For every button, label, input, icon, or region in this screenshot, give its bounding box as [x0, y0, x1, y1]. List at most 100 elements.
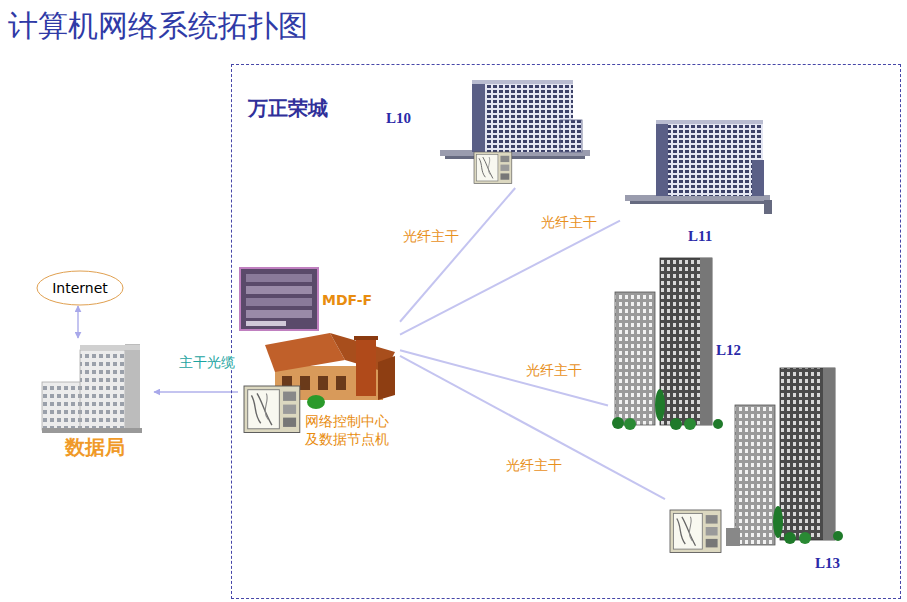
region-label: 万正荣城 [248, 96, 328, 120]
office-building-part [445, 156, 585, 159]
tower-building-part [684, 418, 696, 430]
edge-label-slot: 主干光缆 [178, 352, 236, 372]
building-node: L10 [380, 78, 592, 188]
office-building-part [630, 201, 765, 204]
switch-chassis-part [240, 268, 318, 330]
tower-building-part [735, 405, 775, 545]
tower-building-part [624, 418, 636, 430]
bureau-building-part [80, 345, 140, 350]
tower-building-part [773, 506, 783, 538]
tower-building [726, 368, 843, 546]
wiring-cabinet [670, 510, 721, 553]
bureau-node: 数据局 [38, 338, 154, 466]
switch-chassis [240, 268, 318, 330]
site-region: 万正荣城 MDF-F 网络控制中心 及数据节点机 L10L11L12L13 [232, 65, 900, 598]
office-building [440, 80, 590, 159]
edge-label: 光纤主干 [525, 362, 583, 378]
tower-building-part [670, 418, 682, 430]
office-building [625, 120, 772, 214]
bureau-building-part [125, 344, 140, 430]
tower-building-part [660, 258, 712, 425]
text-slot: L10 [386, 108, 411, 127]
text-slot: L11 [688, 226, 712, 245]
office-building-part [560, 120, 582, 152]
text-slot: Internet [36, 270, 124, 306]
tower-building-part [833, 531, 843, 541]
building-node: L13 [665, 362, 850, 575]
text-slot: MDF-F [322, 290, 372, 309]
center-label: 网络控制中心 及数据节点机 [305, 412, 397, 448]
tower-building-part [780, 368, 835, 540]
tower-building-part [784, 532, 796, 544]
fiber-link [400, 188, 515, 322]
control-house-part [318, 376, 328, 390]
office-building-part [764, 200, 772, 214]
bureau-building [42, 344, 142, 433]
cloud-ellipse: Internet [36, 270, 124, 306]
tower-building-part [823, 368, 835, 540]
diagram-title: 计算机网络系统拓扑图 [8, 6, 308, 47]
uplink-arrow [77, 306, 79, 338]
control-house-part [307, 395, 325, 409]
bldg-label: L11 [688, 228, 712, 244]
switch-chassis-part [246, 321, 286, 326]
building-node: L11 [620, 118, 775, 248]
bldg-label: L13 [815, 555, 840, 571]
mdf-label: MDF-F [322, 292, 372, 308]
office-building-part [656, 124, 668, 196]
bldg-label: L12 [716, 342, 741, 358]
control-house-part [265, 333, 345, 372]
edge-label-slot: 光纤主干 [540, 212, 598, 232]
edge-label-slot: 光纤主干 [505, 455, 563, 475]
control-house-part [356, 338, 376, 396]
fiber-link [400, 350, 608, 405]
tower-building-part [726, 528, 740, 546]
tower-building-part [615, 292, 655, 425]
wiring-cabinet [474, 152, 512, 184]
control-house-part [336, 376, 346, 390]
wiring-cabinet-part [474, 152, 512, 184]
tower-building-part [799, 532, 811, 544]
edge-label-slot: 光纤主干 [402, 226, 460, 246]
wiring-cabinet [244, 386, 300, 433]
tower-building-part [713, 419, 723, 429]
switch-chassis-part [246, 298, 312, 306]
office-building-part [752, 160, 764, 196]
control-house-part [378, 356, 395, 400]
edge-label-slot: 光纤主干 [525, 360, 583, 380]
text-slot: 万正荣城 [248, 95, 328, 122]
control-house-part [300, 376, 310, 390]
bldg-label: L10 [386, 110, 411, 126]
wiring-cabinet-part [670, 510, 721, 553]
ellipse-shape [37, 271, 123, 305]
wiring-cabinet-part [244, 386, 300, 433]
bureau-building-part [42, 382, 82, 430]
control-center-node: MDF-F 网络控制中心 及数据节点机 [238, 266, 400, 456]
fiber-link [400, 221, 620, 335]
building-node: L12 [608, 252, 752, 428]
switch-chassis-part [246, 286, 312, 294]
bureau-building-part [80, 350, 125, 430]
fiber-link [154, 391, 238, 393]
tower-building-part [700, 258, 712, 425]
title-text: 计算机网络系统拓扑图 [8, 8, 308, 43]
edge-label: 光纤主干 [540, 214, 598, 230]
edge-label: 主干光缆 [178, 354, 236, 370]
bureau-label: 数据局 [38, 434, 152, 461]
text-slot: L12 [716, 340, 741, 359]
edge-label: 光纤主干 [402, 228, 460, 244]
tower-building-part [612, 417, 624, 429]
tower-building-part [655, 389, 665, 421]
text-slot: 网络控制中心 及数据节点机 [305, 412, 397, 448]
switch-chassis-part [246, 310, 312, 318]
fiber-link [400, 356, 665, 499]
switch-chassis-part [246, 274, 312, 282]
office-building-part [668, 124, 763, 196]
tower-building [612, 258, 723, 430]
office-building-part [656, 120, 763, 124]
text-slot: L13 [815, 553, 840, 572]
bureau-building-part [42, 428, 142, 433]
text-slot: 数据局 [38, 434, 152, 461]
